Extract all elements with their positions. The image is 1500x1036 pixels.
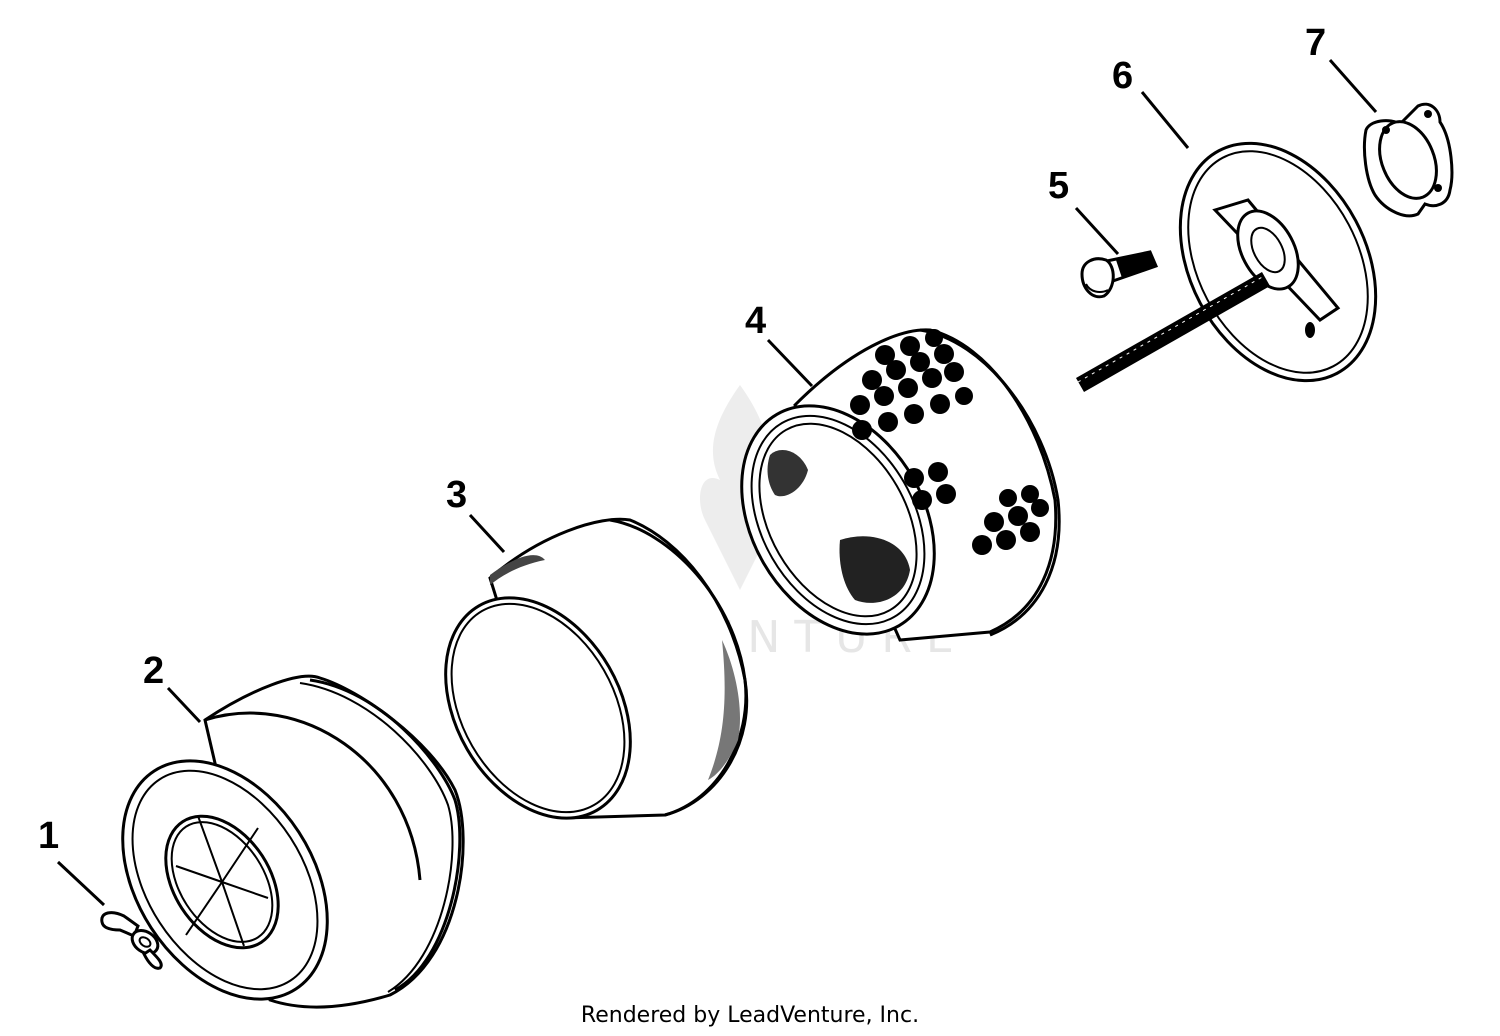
part-4-element[interactable] (703, 328, 1061, 669)
callout-4[interactable]: 4 (745, 300, 766, 342)
callout-3[interactable]: 3 (446, 474, 467, 516)
callout-6[interactable]: 6 (1112, 55, 1133, 97)
callout-7[interactable]: 7 (1305, 22, 1326, 64)
part-7-gasket[interactable] (1362, 102, 1454, 218)
callout-5[interactable]: 5 (1048, 165, 1069, 207)
part-6-base-plate[interactable] (1076, 109, 1415, 414)
leader-lines (56, 59, 1378, 907)
part-3-precleaner[interactable] (408, 517, 749, 851)
callout-1[interactable]: 1 (38, 815, 59, 857)
callouts: 1 2 3 4 5 6 7 (38, 22, 1326, 857)
part-2-cover[interactable] (80, 674, 465, 1036)
part-5-bolt[interactable] (1080, 250, 1159, 299)
cover-vane-icon (175, 815, 269, 947)
footer-credit: Rendered by LeadVenture, Inc. (581, 1003, 919, 1028)
part-1-wing-nut[interactable] (100, 911, 163, 970)
callout-2[interactable]: 2 (143, 650, 164, 692)
element-perforations-icon (850, 329, 1049, 555)
